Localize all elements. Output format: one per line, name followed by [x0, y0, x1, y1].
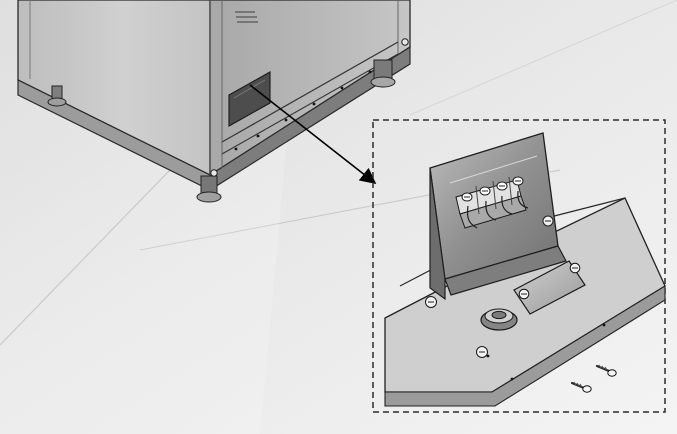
tray-hole-2	[510, 377, 514, 381]
plate-screw-slots	[521, 267, 578, 295]
unit-assembly	[17, 0, 411, 203]
detail-frame	[372, 119, 666, 413]
loose-screw-1	[570, 381, 592, 393]
tray-screw-left	[425, 296, 437, 308]
tray-screw-right	[476, 346, 488, 358]
rail-hole-2	[256, 134, 260, 138]
terminal-screw-3	[496, 181, 508, 191]
bottom-tray-front-edge	[384, 285, 666, 407]
terminal-screw-4	[512, 176, 524, 186]
callout-arrow-icon	[249, 84, 377, 184]
foot-front-corner	[196, 175, 222, 203]
rail-hole-6	[368, 70, 372, 74]
side-rail-bottom	[221, 53, 399, 155]
rail-hole-3	[284, 118, 288, 122]
bracket-left-edge	[429, 167, 446, 301]
rear-corner-bolt	[401, 38, 409, 46]
terminal-screw-1	[461, 192, 473, 202]
cover-plate	[513, 260, 586, 315]
floor-seam-top	[409, 0, 677, 116]
access-opening	[228, 71, 271, 127]
bracket-highlight	[449, 155, 538, 184]
detail-view	[384, 132, 666, 407]
foot-back-right	[370, 59, 396, 88]
terminal-screw-2	[479, 186, 491, 196]
screw-icon	[570, 364, 617, 393]
access-opening-highlight	[233, 79, 266, 99]
bracket-base	[444, 245, 567, 296]
side-rail-top	[221, 41, 399, 143]
bracket-screw	[542, 215, 554, 227]
tray-hole-3	[602, 323, 606, 327]
cable-gland	[480, 308, 518, 331]
front-corner-bolt	[210, 169, 218, 177]
loose-screw-2	[595, 364, 617, 377]
rail-hole-4	[312, 102, 316, 106]
tray-hole-1	[486, 354, 490, 358]
foot-left	[47, 85, 67, 107]
rail-hole-1	[234, 147, 238, 151]
rail-hole-5	[340, 86, 344, 90]
terminal-block-icon	[455, 176, 529, 229]
